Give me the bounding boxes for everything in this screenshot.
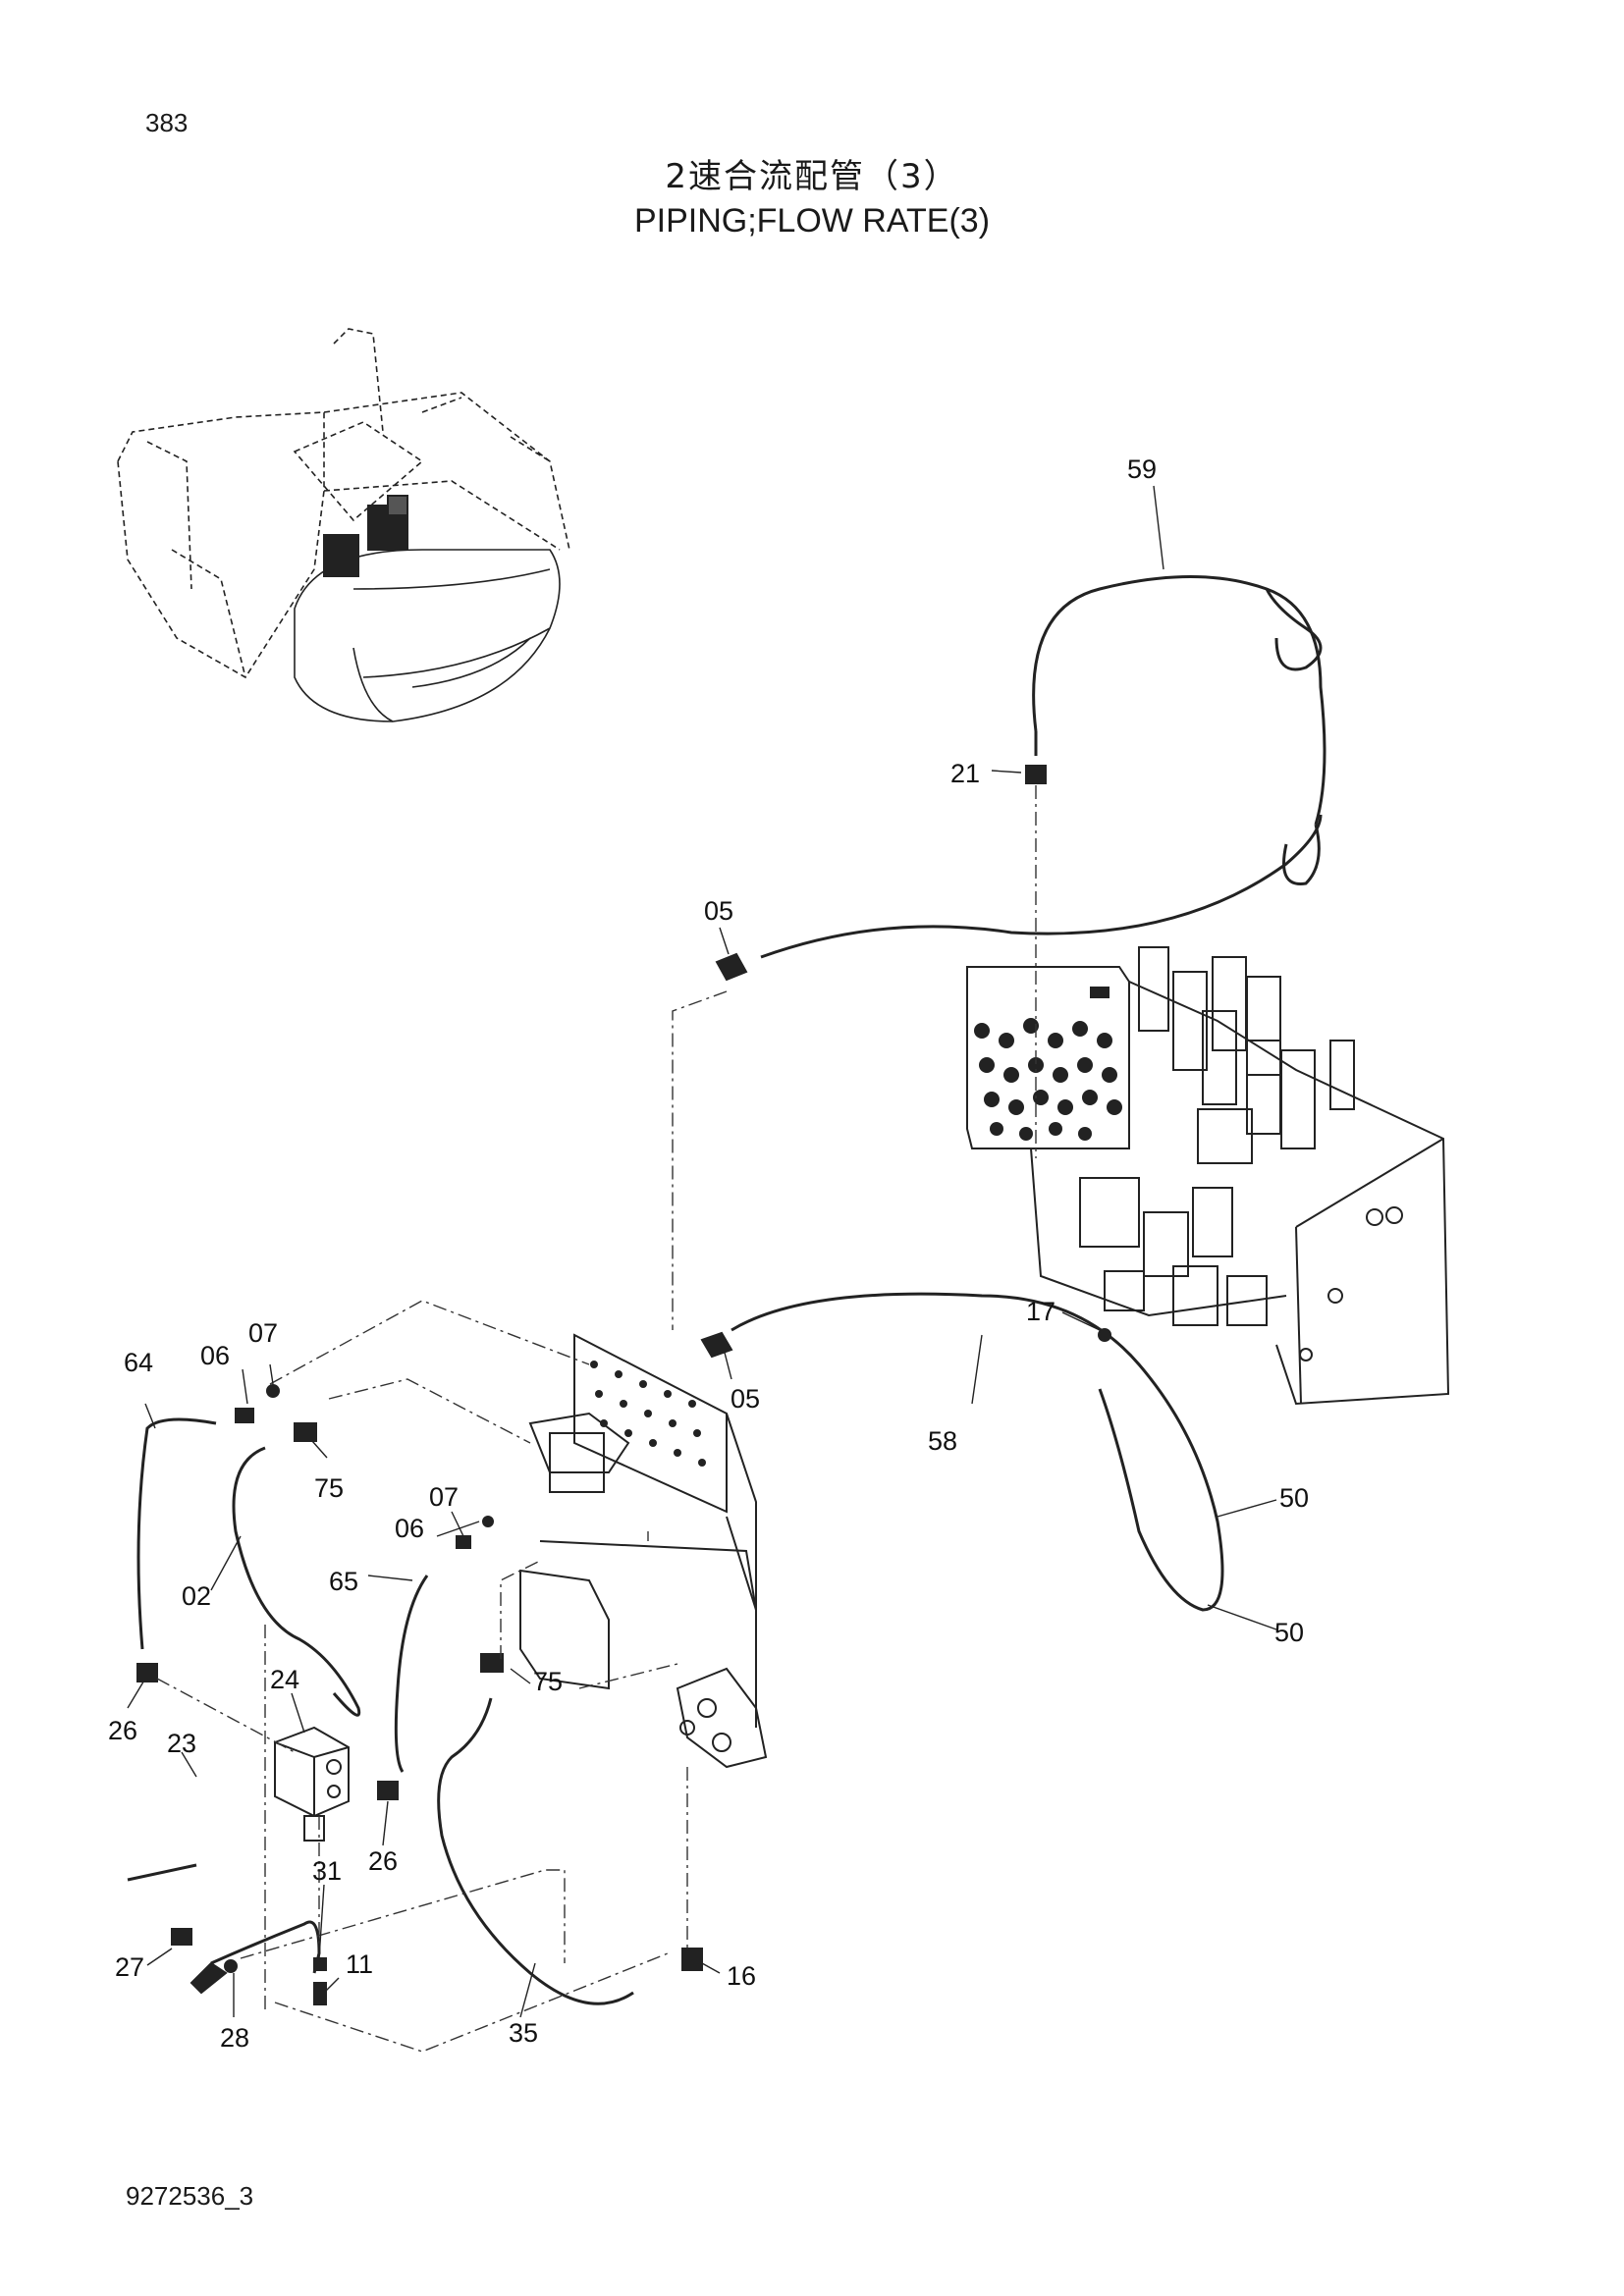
callout-06-lower: 06 xyxy=(395,1514,424,1543)
callout-50-upper: 50 xyxy=(1279,1483,1309,1513)
callout-75-lower: 75 xyxy=(533,1667,563,1696)
callout-75-upper: 75 xyxy=(314,1473,344,1503)
callout-02: 02 xyxy=(182,1581,211,1611)
callout-16: 16 xyxy=(727,1961,756,1991)
bracket-holes xyxy=(590,1361,706,1467)
excavator-highlight-valve xyxy=(323,495,408,577)
title-japanese: 2速合流配管（3） xyxy=(665,157,959,196)
hose-65 xyxy=(394,1575,429,1773)
hose-upper xyxy=(760,814,1323,959)
callout-24: 24 xyxy=(270,1665,299,1694)
hose-59 xyxy=(1032,575,1326,885)
callout-26-right: 26 xyxy=(368,1846,398,1876)
callout-65: 65 xyxy=(329,1567,358,1596)
callout-11: 11 xyxy=(346,1949,373,1979)
callout-leaders xyxy=(127,485,1277,2018)
callout-64: 64 xyxy=(124,1348,153,1377)
callout-28: 28 xyxy=(220,2023,249,2053)
pipe-35 xyxy=(437,1697,634,2005)
callout-21: 21 xyxy=(950,759,980,788)
callout-23: 23 xyxy=(167,1729,196,1758)
callout-07-upper: 07 xyxy=(248,1318,278,1348)
pipe-31 xyxy=(210,1920,321,1974)
callout-27: 27 xyxy=(115,1952,144,1982)
callout-58: 58 xyxy=(928,1426,957,1456)
callout-31: 31 xyxy=(312,1856,342,1886)
callout-07-lower: 07 xyxy=(429,1482,459,1512)
callout-35: 35 xyxy=(509,2018,538,2048)
title-english: PIPING;FLOW RATE(3) xyxy=(633,202,991,240)
callout-17: 17 xyxy=(1026,1297,1056,1326)
valve-fittings xyxy=(974,987,1122,1141)
fittings xyxy=(127,765,1111,2005)
callout-05-lower: 05 xyxy=(731,1384,760,1414)
mounting-bracket xyxy=(519,1333,768,1769)
document-id: 9272536_3 xyxy=(126,2181,254,2211)
hose-64 xyxy=(136,1417,217,1650)
hose-02 xyxy=(232,1446,361,1717)
control-valve-assembly xyxy=(966,946,1450,1406)
callout-26-left: 26 xyxy=(108,1716,137,1745)
callout-labels: 59 21 05 05 17 58 64 06 07 75 07 06 65 0… xyxy=(108,454,1309,2053)
callout-06-upper: 06 xyxy=(200,1341,230,1370)
solenoid-block-24 xyxy=(274,1726,350,1842)
excavator-overview xyxy=(117,328,570,679)
callout-59: 59 xyxy=(1127,454,1157,484)
hose-58 xyxy=(731,1292,1224,1612)
page-number: 383 xyxy=(145,108,189,137)
excavator-body xyxy=(294,549,561,722)
connection-lines xyxy=(156,785,1037,2053)
callout-05-upper: 05 xyxy=(704,896,733,926)
callout-50-lower: 50 xyxy=(1274,1618,1304,1647)
